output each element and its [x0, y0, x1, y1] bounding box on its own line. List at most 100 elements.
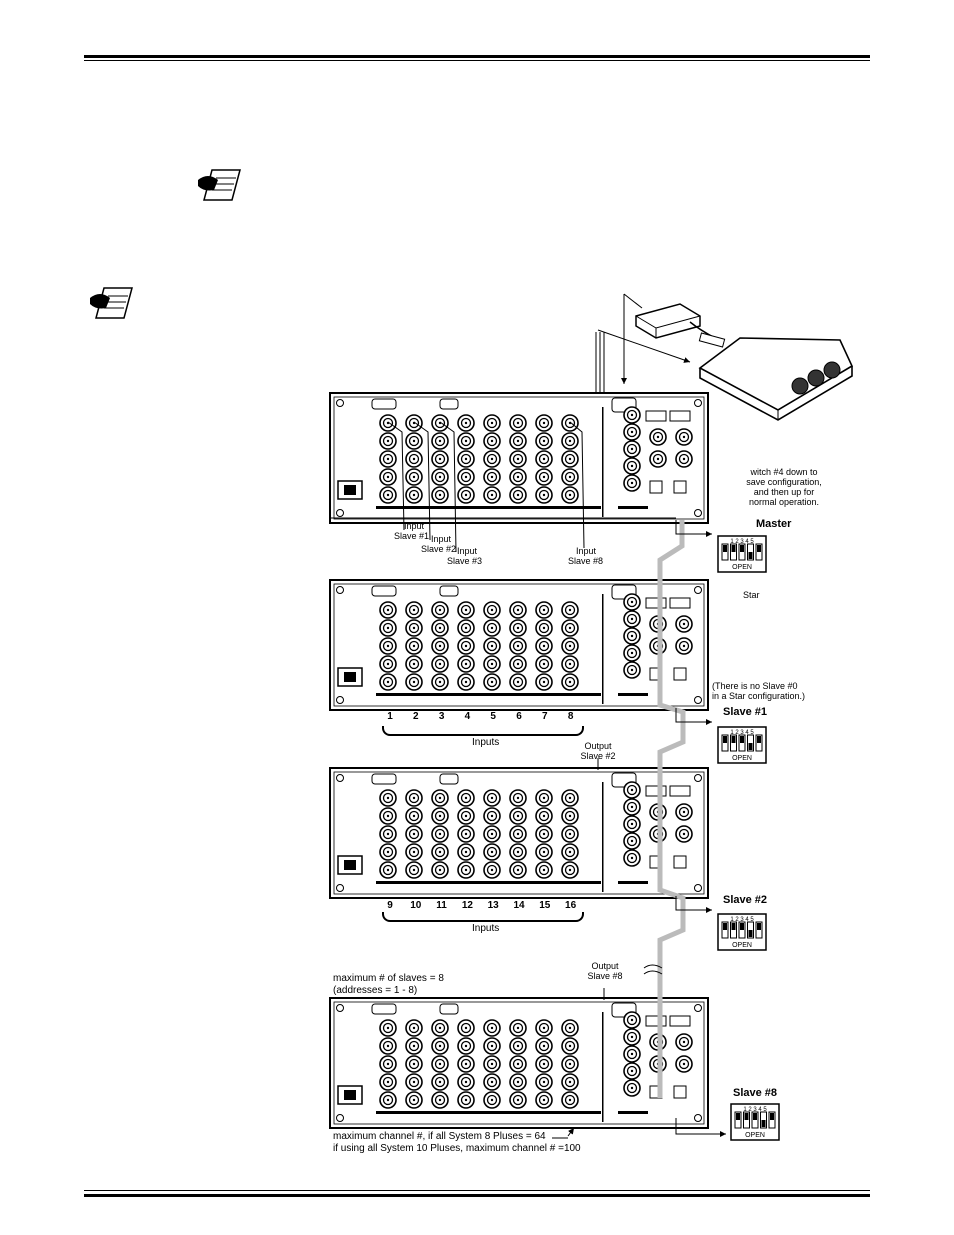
- bnc-connector: [483, 673, 501, 691]
- bnc-connector: [431, 619, 449, 637]
- bnc-connector: [405, 1037, 423, 1055]
- bnc-connector: [431, 1019, 449, 1037]
- bnc-connector: [405, 619, 423, 637]
- bnc-connector: [535, 432, 553, 450]
- bnc-connector: [431, 789, 449, 807]
- bnc-connector: [483, 807, 501, 825]
- bnc-output-connector: [623, 1062, 641, 1080]
- bnc-connector: [431, 1091, 449, 1109]
- bnc-connector: [457, 861, 475, 879]
- input-number: 10: [410, 900, 422, 911]
- bnc-connector: [379, 673, 397, 691]
- bnc-output-connector: [623, 406, 641, 424]
- bnc-connector: [483, 825, 501, 843]
- bnc-connector: [405, 486, 423, 504]
- bnc-connector: [535, 673, 553, 691]
- bnc-connector: [535, 486, 553, 504]
- bnc-connector: [405, 789, 423, 807]
- input-number: 2: [413, 711, 419, 722]
- bnc-sync-connector: [675, 1055, 693, 1073]
- bnc-output-connector: [623, 798, 641, 816]
- bnc-connector: [379, 468, 397, 486]
- bnc-connector: [483, 619, 501, 637]
- bnc-connector: [405, 673, 423, 691]
- bnc-connector: [431, 1073, 449, 1091]
- max-channel-note: maximum channel #, if all System 8 Pluse…: [333, 1131, 581, 1154]
- bnc-connector: [561, 843, 579, 861]
- bnc-connector: [535, 601, 553, 619]
- bnc-connector: [561, 861, 579, 879]
- bnc-connector: [431, 807, 449, 825]
- bnc-connector: [405, 450, 423, 468]
- bnc-sync-connector: [649, 428, 667, 446]
- input-number: 7: [542, 711, 548, 722]
- bnc-connector: [457, 1055, 475, 1073]
- bnc-connector: [561, 1091, 579, 1109]
- bnc-connector: [483, 1037, 501, 1055]
- bnc-connector: [431, 655, 449, 673]
- bnc-connector: [561, 450, 579, 468]
- bnc-connector: [405, 468, 423, 486]
- bnc-connector: [535, 807, 553, 825]
- bnc-connector: [405, 1019, 423, 1037]
- input-number: 1: [387, 711, 393, 722]
- bnc-connector: [457, 1037, 475, 1055]
- inputs-brace: [382, 912, 584, 922]
- bnc-connector: [457, 789, 475, 807]
- bnc-connector: [509, 655, 527, 673]
- bnc-connector: [457, 807, 475, 825]
- slave1-label: Slave #1: [723, 706, 768, 718]
- bnc-connector: [457, 450, 475, 468]
- bnc-output-connector: [623, 423, 641, 441]
- inputs-caption: Inputs: [472, 923, 500, 934]
- bnc-connector: [483, 601, 501, 619]
- bnc-connector: [561, 486, 579, 504]
- bnc-output-connector: [623, 457, 641, 475]
- bnc-connector: [509, 468, 527, 486]
- bnc-connector: [483, 468, 501, 486]
- bnc-sync-connector: [675, 615, 693, 633]
- bnc-connector: [379, 1037, 397, 1055]
- header-rule-thick: [84, 55, 870, 58]
- bnc-output-connector: [623, 849, 641, 867]
- bnc-connector: [379, 414, 397, 432]
- bnc-connector: [509, 1091, 527, 1109]
- dip-numbers-label: 1 2 3 4 5: [730, 539, 754, 545]
- bnc-connector: [431, 861, 449, 879]
- bnc-connector: [457, 1073, 475, 1091]
- inputs-caption: Inputs: [472, 737, 500, 748]
- bnc-connector: [535, 1073, 553, 1091]
- bnc-connector: [457, 637, 475, 655]
- bnc-connector: [535, 619, 553, 637]
- bnc-connector: [535, 843, 553, 861]
- bnc-connector: [483, 861, 501, 879]
- bnc-connector: [561, 468, 579, 486]
- dip-open-label: OPEN: [745, 1132, 765, 1139]
- bnc-connector: [457, 655, 475, 673]
- bnc-connector: [457, 619, 475, 637]
- bnc-connector: [405, 1055, 423, 1073]
- bnc-connector: [405, 637, 423, 655]
- bnc-connector: [457, 432, 475, 450]
- bnc-output-connector: [623, 1028, 641, 1046]
- bnc-sync-connector: [649, 450, 667, 468]
- bnc-connector: [483, 637, 501, 655]
- bnc-connector: [379, 486, 397, 504]
- bnc-connector: [379, 637, 397, 655]
- bnc-connector: [535, 1037, 553, 1055]
- bnc-connector: [509, 825, 527, 843]
- bnc-output-connector: [623, 440, 641, 458]
- bnc-connector: [431, 414, 449, 432]
- bnc-connector: [509, 861, 527, 879]
- bnc-connector: [535, 655, 553, 673]
- bnc-connector: [561, 432, 579, 450]
- bnc-connector: [379, 1073, 397, 1091]
- bnc-connector: [509, 486, 527, 504]
- input-number: 4: [464, 711, 471, 722]
- dip-open-label: OPEN: [732, 942, 752, 949]
- dip-open-label: OPEN: [732, 755, 752, 762]
